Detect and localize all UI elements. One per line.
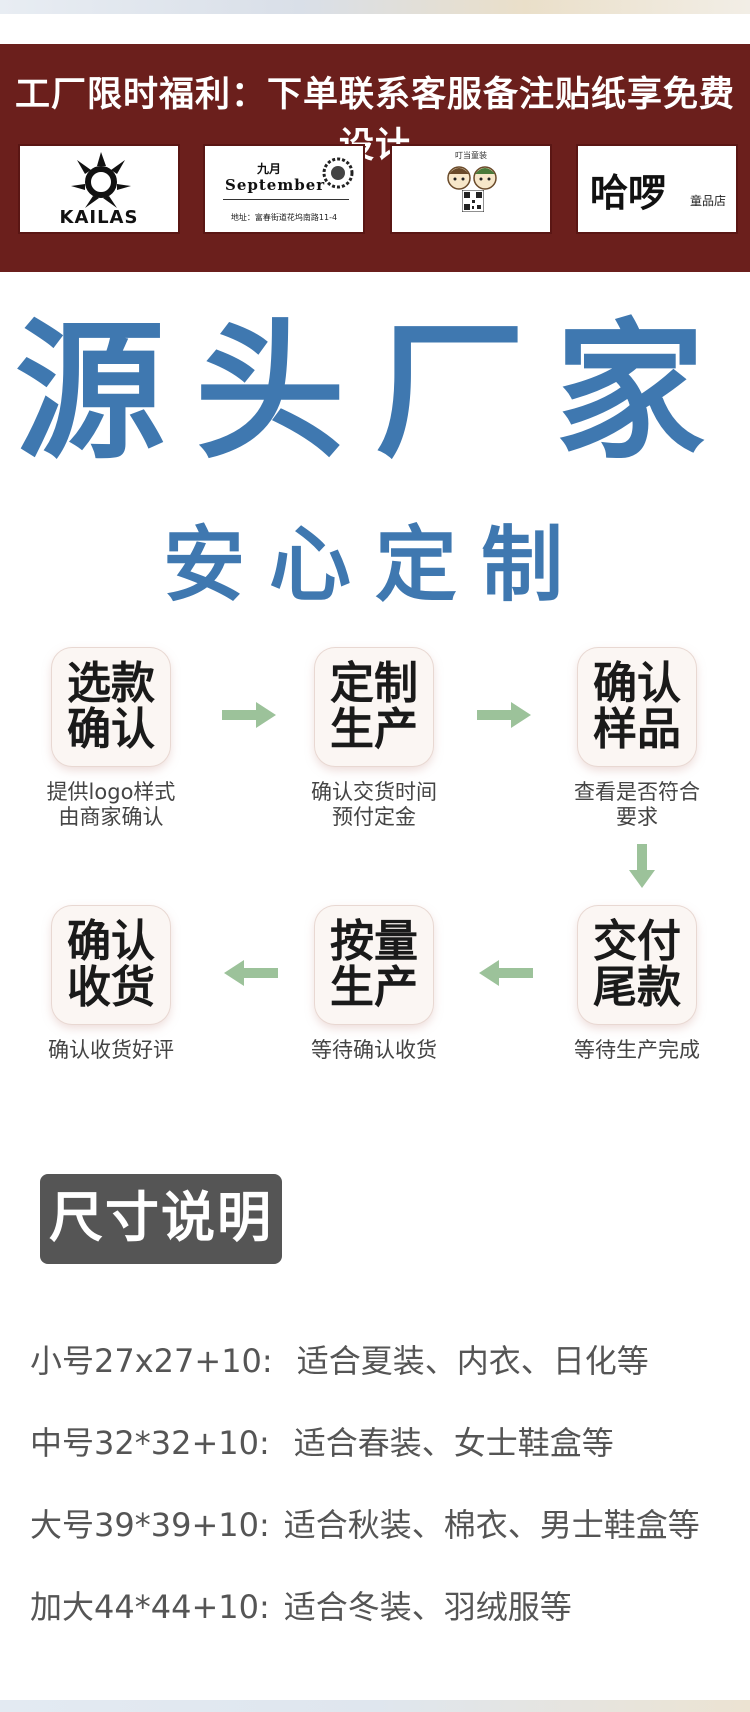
arrow-right-icon (477, 702, 531, 728)
step-select-confirm: 选款确认 (52, 648, 170, 766)
sticker-sample-kailas: KAILAS (18, 144, 180, 234)
qr-code-icon (462, 190, 484, 212)
size-item-small: 小号27x27+10: 适合夏装、内衣、日化等 (30, 1336, 750, 1382)
size-item-xlarge: 加大44*44+10: 适合冬装、羽绒服等 (30, 1582, 750, 1628)
sticker-september-cn: 九月 (257, 162, 282, 176)
step-confirm-sample: 确认样品 (578, 648, 696, 766)
sticker-kailas-text: KAILAS (59, 207, 139, 228)
headline-source-factory: 源头厂家 (14, 306, 735, 480)
sticker-hello-sub: 童品店 (689, 194, 726, 208)
bottom-decor-strip (0, 1700, 750, 1712)
sticker-september-address: 地址：富春街道花坞南路11-4 (230, 213, 338, 222)
size-section-title: 尺寸说明 (40, 1174, 282, 1264)
step-label: 选款确认 (67, 658, 155, 755)
size-usage: 适合夏装、内衣、日化等 (296, 1342, 649, 1380)
size-spec: 大号39*39+10: (30, 1506, 270, 1544)
promo-banner: 工厂限时福利：下单联系客服备注贴纸享免费设计 KAILAS 九月 Septemb… (0, 44, 750, 272)
step-desc-confirm-receipt: 确认收货好评 (48, 1038, 174, 1062)
size-item-medium: 中号32*32+10: 适合春装、女士鞋盒等 (30, 1418, 750, 1464)
step-desc-pay-balance: 等待生产完成 (574, 1038, 700, 1062)
sticker-divider (223, 199, 349, 200)
size-item-large: 大号39*39+10: 适合秋装、棉衣、男士鞋盒等 (30, 1500, 750, 1546)
lion-logo-icon (322, 157, 354, 189)
step-label: 定制生产 (330, 658, 418, 755)
arrow-down-icon (629, 844, 655, 888)
arrow-left-icon (224, 960, 278, 986)
step-desc-confirm-sample: 查看是否符合要求 (574, 780, 700, 829)
step-desc-mass-production: 等待确认收货 (311, 1038, 437, 1062)
size-spec: 中号32*32+10: (30, 1424, 270, 1462)
sticker-september-en: September (225, 176, 326, 194)
sticker-dingdang-title: 叮当童装 (455, 151, 487, 160)
sticker-hello-main: 哈啰 (590, 170, 667, 215)
size-spec: 加大44*44+10: (30, 1588, 270, 1626)
step-desc-custom-production: 确认交货时间预付定金 (311, 780, 437, 829)
size-spec: 小号27x27+10: (30, 1342, 273, 1380)
kids-faces-icon (447, 166, 497, 190)
step-custom-production: 定制生产 (315, 648, 433, 766)
size-usage: 适合秋装、棉衣、男士鞋盒等 (283, 1506, 700, 1544)
sticker-sample-hello: 哈啰 童品店 (576, 144, 738, 234)
step-label: 交付尾款 (593, 916, 681, 1013)
headline-custom-assurance: 安心定制 (162, 518, 587, 613)
step-label: 确认样品 (593, 658, 681, 755)
sticker-sample-september: 九月 September 地址：富春街道花坞南路11-4 (203, 144, 365, 234)
step-confirm-receipt: 确认收货 (52, 906, 170, 1024)
sun-logo-icon (71, 152, 131, 208)
step-label: 确认收货 (67, 916, 155, 1013)
step-desc-select-confirm: 提供logo样式由商家确认 (46, 780, 176, 829)
sticker-dingdang-fineprint-1 (392, 216, 550, 222)
size-usage: 适合冬装、羽绒服等 (283, 1588, 572, 1626)
arrow-right-icon (222, 702, 276, 728)
arrow-left-icon (479, 960, 533, 986)
step-pay-balance: 交付尾款 (578, 906, 696, 1024)
sticker-sample-dingdang: 叮当童装 (390, 144, 552, 234)
size-usage: 适合春装、女士鞋盒等 (293, 1424, 614, 1462)
top-decor-strip (0, 0, 750, 14)
step-mass-production: 按量生产 (315, 906, 433, 1024)
step-label: 按量生产 (330, 916, 418, 1013)
size-section-title-text: 尺寸说明 (49, 1186, 273, 1249)
sticker-dingdang-fineprint-2 (392, 224, 550, 230)
